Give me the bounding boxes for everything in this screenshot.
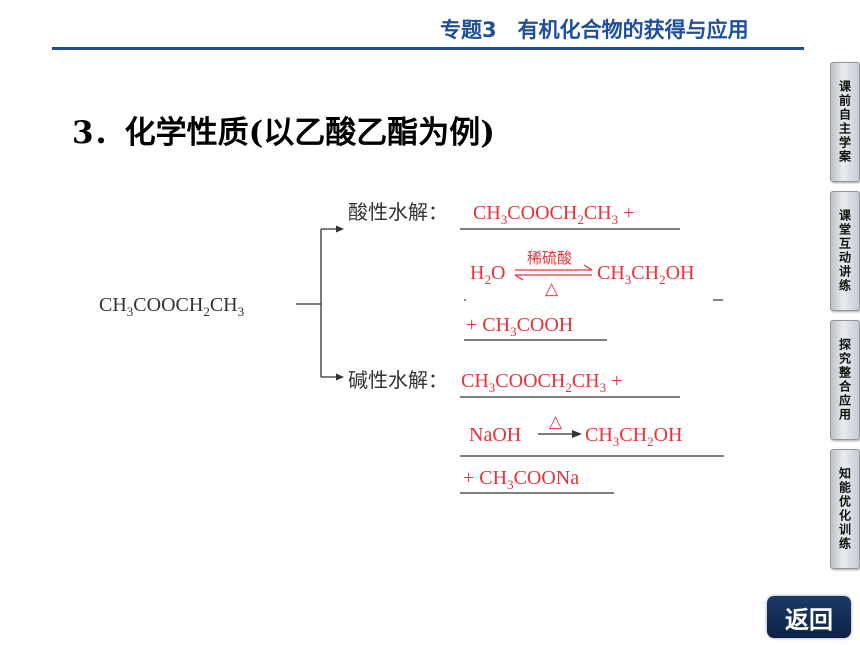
base-hydrolysis-label: 碱性水解： — [348, 368, 448, 392]
tab-pre-class-study[interactable]: 课前自主学案 — [830, 62, 860, 182]
acid-water: H2O — [470, 262, 505, 287]
back-button-label: 返回 — [785, 605, 833, 634]
back-button[interactable]: 返回 — [767, 596, 851, 638]
tab-label: 课堂互动讲练 — [837, 209, 852, 293]
base-equation-line1: CH3COOCH2CH3 + — [461, 370, 622, 395]
base-branch-arrowhead — [336, 373, 344, 381]
tab-label: 课前自主学案 — [837, 80, 852, 164]
acid-product-ethanol: CH3CH2OH — [597, 262, 694, 287]
branch-connector — [296, 228, 338, 378]
base-arrowhead — [572, 430, 582, 438]
tab-classroom-practice[interactable]: 课堂互动讲练 — [830, 191, 860, 311]
tab-label: 知能优化训练 — [837, 467, 852, 551]
tab-ability-training[interactable]: 知能优化训练 — [830, 449, 860, 569]
base-product-ethanol: CH3CH2OH — [585, 424, 682, 449]
section-title: 3．化学性质(以乙酸乙酯为例) — [72, 115, 495, 151]
header-title: 专题3 有机化合物的获得与应用 — [440, 18, 749, 42]
acid-equation-line1: CH3COOCH2CH3 + — [473, 202, 634, 227]
tab-inquiry-application[interactable]: 探究整合应用 — [830, 320, 860, 440]
acid-branch-arrowhead — [336, 225, 344, 233]
reversible-arrow — [514, 264, 593, 281]
tab-label: 探究整合应用 — [837, 338, 852, 422]
acid-hydrolysis-label: 酸性水解： — [348, 200, 448, 224]
base-naoh: NaOH — [469, 424, 521, 446]
acid-heat-symbol: △ — [545, 279, 559, 298]
base-product-salt: + CH3COONa — [463, 467, 579, 492]
acid-catalyst: 稀硫酸 — [527, 249, 572, 267]
header-divider — [52, 47, 804, 50]
acid-product-acid: + CH3COOH — [466, 314, 573, 339]
reactant-formula: CH3COOCH2CH3 — [99, 294, 244, 319]
base-heat-symbol: △ — [549, 412, 563, 431]
